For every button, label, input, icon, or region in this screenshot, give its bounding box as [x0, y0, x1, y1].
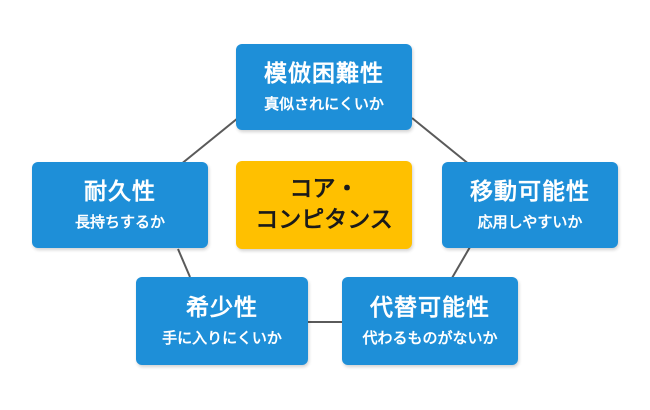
node-subtitle: 代わるものがないか	[362, 329, 498, 347]
node-transferability: 移動可能性 応用しやすいか	[442, 162, 618, 248]
node-subtitle: 真似されにくいか	[264, 95, 384, 113]
node-subtitle: 応用しやすいか	[477, 213, 583, 231]
connector-bottomleft-left	[177, 248, 191, 278]
node-scarcity: 希少性 手に入りにくいか	[136, 277, 308, 365]
connector-left-top	[179, 117, 239, 166]
center-line-1: コア・	[289, 176, 359, 202]
node-title: 代替可能性	[370, 295, 490, 321]
center-core-competence: コア・ コンピタンス	[236, 161, 412, 249]
node-title: 移動可能性	[470, 179, 590, 205]
node-subtitle: 手に入りにくいか	[162, 329, 282, 347]
connector-right-bottomright	[451, 246, 471, 279]
node-title: 耐久性	[84, 179, 156, 205]
node-subtitle: 長持ちするか	[74, 213, 165, 231]
node-substitutability: 代替可能性 代わるものがないか	[342, 277, 518, 365]
connector-top-right	[411, 117, 471, 166]
node-durability: 耐久性 長持ちするか	[32, 162, 208, 248]
center-line-2: コンピタンス	[255, 207, 393, 233]
node-title: 模倣困難性	[264, 61, 384, 87]
node-inimitability: 模倣困難性 真似されにくいか	[236, 44, 412, 130]
node-title: 希少性	[186, 295, 258, 321]
